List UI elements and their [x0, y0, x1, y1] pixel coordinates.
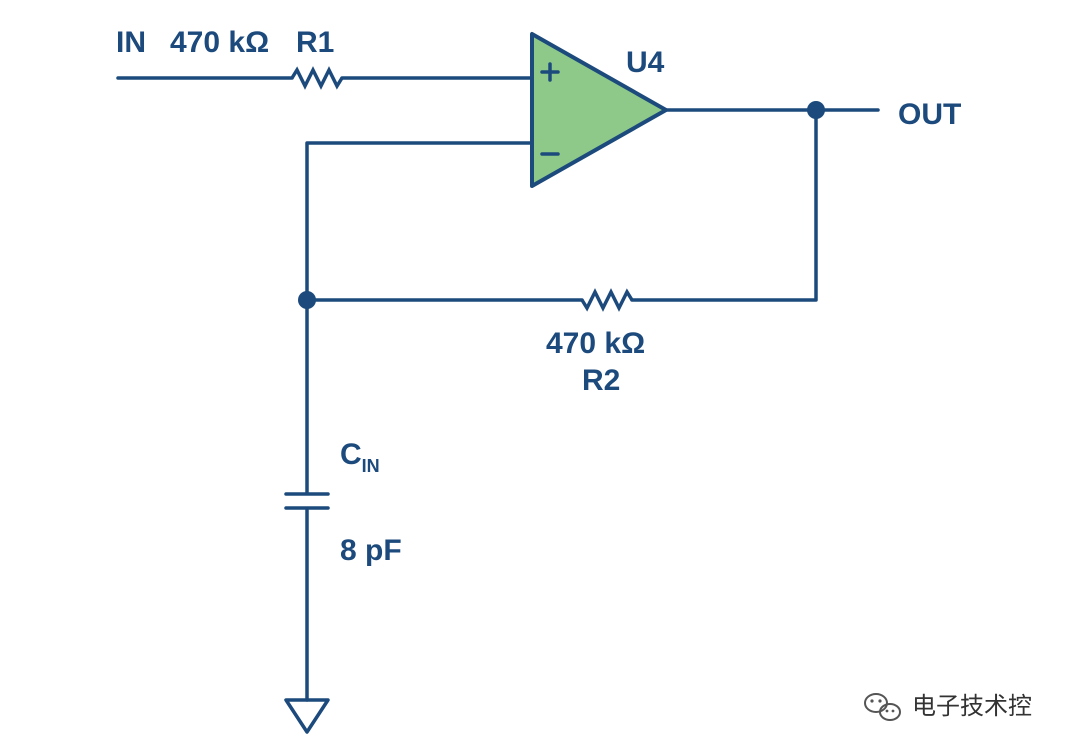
feedback-wire — [630, 108, 818, 302]
r2-value-label: 470 kΩ — [546, 327, 645, 360]
r1-name-label: R1 — [296, 26, 334, 59]
cin-value-label: 8 pF — [340, 534, 402, 567]
r1-value-label: 470 kΩ — [170, 26, 269, 59]
resistor-r2 — [580, 288, 634, 312]
cin-label: CIN — [340, 438, 380, 476]
opamp-u4 — [530, 32, 668, 188]
input-label: IN — [116, 26, 146, 59]
cin-main-text: C — [340, 438, 362, 471]
resistor-r1 — [290, 66, 344, 90]
r2-name-label: R2 — [582, 364, 620, 397]
minus-input-wire — [305, 141, 534, 302]
opamp-label: U4 — [626, 46, 665, 79]
cin-subscript: IN — [362, 456, 380, 476]
wechat-icon — [864, 693, 901, 721]
ground-icon — [284, 698, 330, 734]
output-label: OUT — [898, 98, 961, 131]
watermark-text: 电子技术控 — [912, 692, 1032, 720]
